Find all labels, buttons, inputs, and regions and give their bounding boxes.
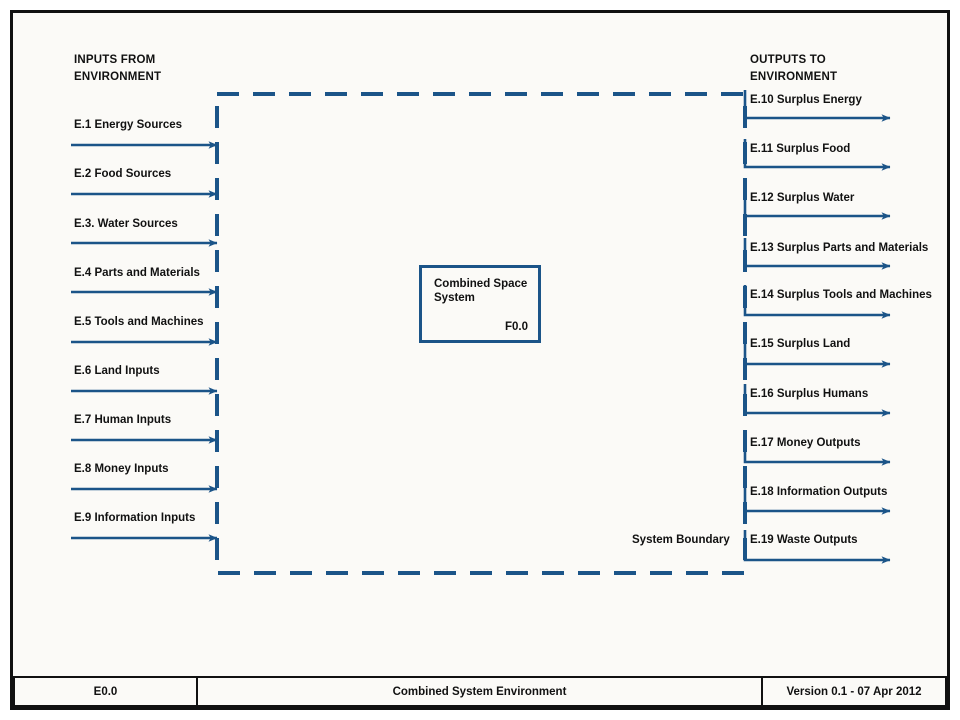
output-flow-label-13: E.13 Surplus Parts and Materials	[750, 242, 929, 254]
output-flow-label-11: E.11 Surplus Food	[750, 143, 851, 155]
output-flow-label-14: E.14 Surplus Tools and Machines	[750, 289, 932, 301]
output-flow-label-17: E.17 Money Outputs	[750, 437, 861, 449]
output-flow-label-18: E.18 Information Outputs	[750, 486, 888, 498]
system-boundary-label: System Boundary	[632, 534, 730, 546]
output-flow-label-19: E.19 Waste Outputs	[750, 534, 858, 546]
system-box[interactable]: Combined Space System F0.0	[419, 265, 541, 343]
title-block: E0.0 Combined System Environment Version…	[13, 676, 947, 707]
input-flow-label-6: E.6 Land Inputs	[74, 365, 160, 377]
system-box-code: F0.0	[504, 321, 528, 333]
outputs-heading: OUTPUTS TO ENVIRONMENT	[750, 54, 838, 83]
input-flow-label-5: E.5 Tools and Machines	[74, 316, 204, 328]
output-flow-label-12: E.12 Surplus Water	[750, 192, 855, 204]
input-flow-label-4: E.4 Parts and Materials	[74, 267, 200, 279]
input-flow-label-8: E.8 Money Inputs	[74, 463, 169, 475]
title-block-id: E0.0	[15, 678, 198, 705]
output-flow-label-10: E.10 Surplus Energy	[750, 94, 862, 106]
inputs-heading: INPUTS FROM ENVIRONMENT	[74, 54, 162, 83]
page-border	[10, 10, 950, 710]
output-flow-label-15: E.15 Surplus Land	[750, 338, 851, 350]
title-block-version: Version 0.1 - 07 Apr 2012	[786, 685, 922, 698]
input-flow-label-1: E.1 Energy Sources	[74, 119, 183, 131]
input-flow-label-7: E.7 Human Inputs	[74, 414, 172, 426]
system-box-title: Combined Space System	[434, 278, 528, 304]
input-flow-label-3: E.3. Water Sources	[74, 218, 178, 230]
input-flow-label-2: E.2 Food Sources	[74, 168, 172, 180]
title-block-title: Combined System Environment	[198, 678, 763, 705]
output-flow-label-16: E.16 Surplus Humans	[750, 388, 869, 400]
input-flow-label-9: E.9 Information Inputs	[74, 512, 196, 524]
